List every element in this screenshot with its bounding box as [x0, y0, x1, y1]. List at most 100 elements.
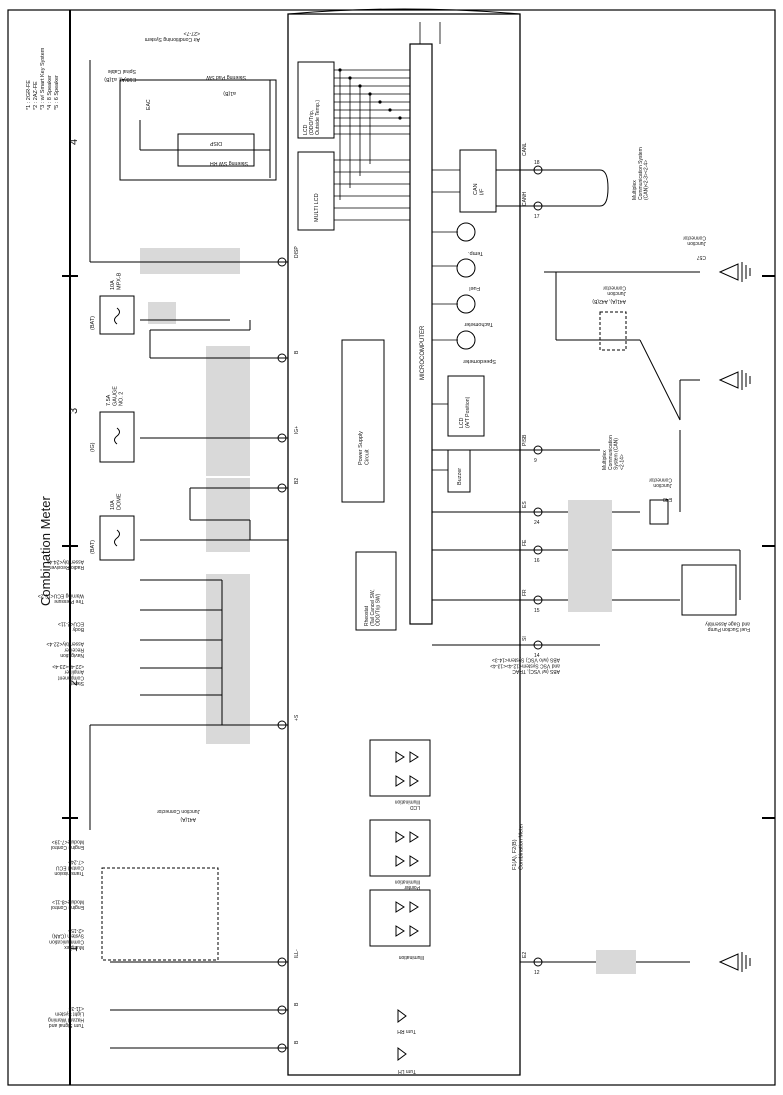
illum-label: Illumination: [398, 954, 424, 960]
spiral-cable-label: Spiral Cable: [108, 68, 136, 74]
junction-e48-name: JunctionConnector: [649, 476, 672, 488]
term-fe: FE: [522, 539, 528, 546]
junction-e48: E48: [663, 496, 672, 502]
lcd-box: [297, 61, 335, 139]
note-4: *4 : 8 Speaker: [47, 75, 53, 110]
fuses: [99, 295, 135, 561]
zone-label-4: 4: [68, 139, 80, 145]
zone-label-2: 2: [68, 680, 80, 686]
term-si: SI: [522, 636, 528, 641]
fuse-labels: (BAT) 10AMPX-B (IG) 7.5AGAUGENO. 2 (BAT)…: [90, 272, 125, 554]
eac-label: EAC: [146, 99, 152, 110]
data-bus: [334, 22, 460, 471]
note-5: *5 : 6 Speaker: [54, 75, 60, 110]
frame: [7, 9, 776, 1086]
note-1: *1 : 2GR-FE: [26, 80, 32, 110]
right-pin-circles: [533, 165, 543, 967]
steering-pad-box: [119, 79, 277, 181]
pin-12-e2: 12: [534, 970, 540, 976]
dest-turn: Turn Signal andHazard WarningLight Syste…: [48, 1005, 84, 1028]
spiral-code-label: E18(A), a1(B): [104, 76, 136, 82]
term-canl: CANL: [522, 142, 528, 156]
dest-tire: Tire PressureWarning ECU<16-2>: [38, 592, 84, 604]
term-b2: B2: [294, 478, 300, 484]
steering-sw-rh-box: [177, 133, 255, 167]
steering-labels: Spiral Cable E18(A), a1(B) Steering Pad …: [104, 30, 248, 166]
steering-sw-rh-label: Steering SW RH: [210, 160, 248, 166]
fuel-gage-box: [681, 564, 737, 616]
lcd-label: LCD(ODO/Trip,Outside Temp.): [303, 100, 321, 135]
can-if-label: CANI/F: [473, 183, 485, 195]
disp-label: DISP: [209, 140, 222, 146]
zone-ticks: [62, 275, 775, 819]
fuse-dome: [99, 515, 135, 561]
left-terminal-labels: DISP B IG+ B2 +S ILL- B B: [294, 246, 300, 1044]
lcd-illum-label: LCDIllumination: [394, 798, 420, 810]
illumination-labels: LCDIllumination PointerIllumination Illu…: [394, 798, 424, 1074]
pin-24: 24: [534, 520, 540, 526]
junction-e48-box: [649, 499, 669, 525]
power-supply-label: Power SupplyCircuit: [358, 431, 370, 465]
gauge-label-fuel: Fuel: [469, 285, 480, 291]
pin-18: 18: [534, 160, 540, 166]
connector-shading: [140, 248, 636, 974]
term-b: B: [294, 350, 300, 354]
term-b-rh: B: [294, 1002, 300, 1006]
junction-a41-name: JunctionConnector: [603, 284, 626, 296]
junction-a41: A41(A), A42(B): [592, 298, 626, 304]
combination-meter-box: [287, 13, 521, 1076]
power-supply-box: [341, 339, 385, 503]
pin-16: 16: [534, 558, 540, 564]
term-pisb: PISB: [522, 434, 528, 446]
term-b-lh: B: [294, 1040, 300, 1044]
fuel-gauge: [456, 258, 476, 278]
dest-radio: Radio ReceiverAssembly<24-4>: [46, 558, 84, 570]
a1b-label: a1(B): [223, 90, 236, 96]
right-destination-labels: MultiplexCommunication System(CAN)<2-3><…: [490, 147, 649, 674]
meter-name: F1(A), F2(B)Combination Meter: [512, 823, 524, 870]
zone-label-3: 3: [68, 408, 80, 414]
term-canh: CANH: [522, 191, 528, 206]
dest-nav: NavigationReceiverAssembly<22-4>: [46, 641, 84, 659]
pointer-illum-label: PointerIllumination: [394, 878, 420, 890]
zone-label-1: 1: [68, 946, 80, 952]
dest-right-mpx-2: MultiplexCommunicationSystem (CAN)<2-14>: [602, 435, 625, 470]
junction-a41a-box: [101, 867, 219, 961]
notes: *1 : 2GR-FE *2 : 2AZ-FE *3 : w/ Smart Ke…: [26, 47, 60, 110]
gauge-label-speedometer: Speedometer: [463, 358, 496, 364]
zone-labels: 1 2 3 4: [68, 139, 80, 952]
grounds: [718, 262, 751, 972]
junction-c57-name: JunctionConnector: [683, 234, 706, 246]
steering-pad-label: Steering Pad SW: [206, 74, 246, 80]
illumination-leds: [369, 739, 431, 1061]
pin-9: 9: [534, 458, 537, 464]
fuse-name-dome: 10ADOME: [110, 493, 122, 510]
gauge-label-temp: Temp.: [468, 250, 483, 256]
term-igplus: IG+: [294, 426, 300, 434]
left-wiring: [89, 60, 288, 1049]
microcomputer-label: MICROCOMPUTER: [420, 325, 426, 380]
ac-system-label: Air Conditioning System<27-7>: [145, 30, 200, 42]
rheostat-box: [355, 551, 397, 631]
fuse-supply-bat-1: (BAT): [90, 316, 96, 330]
junction-c57: C57: [697, 254, 706, 260]
gauge-labels: Temp. Fuel Tachometer Speedometer: [463, 250, 496, 364]
lcd-at-label: LCD(A/T Position): [459, 396, 471, 428]
dest-stereo: StereoComponentAmplifier<22-4><23-4>: [52, 663, 84, 686]
dest-body: BodyECU<2-11>: [58, 620, 84, 632]
dest-ecm-2: Engine ControlModule<8-11>: [51, 898, 84, 910]
can-if-box: [459, 149, 497, 213]
multi-lcd-label: MULTI LCD: [314, 193, 320, 222]
fuse-mpx-b: [99, 295, 135, 335]
turn-rh-label: Turn RH: [397, 1028, 416, 1034]
fuse-gauge-no2: [99, 411, 135, 463]
turn-lh-label: Turn LH: [398, 1068, 416, 1074]
meter-top-break: [287, 8, 521, 15]
dest-right-mpx-1: MultiplexCommunication System(CAN)<2-3><…: [632, 147, 650, 200]
tachometer-gauge: [456, 294, 476, 314]
term-disp: DISP: [294, 246, 300, 258]
junction-labels: C57 JunctionConnector A41(A), A42(B) Jun…: [157, 234, 750, 822]
pin-15: 15: [534, 608, 540, 614]
